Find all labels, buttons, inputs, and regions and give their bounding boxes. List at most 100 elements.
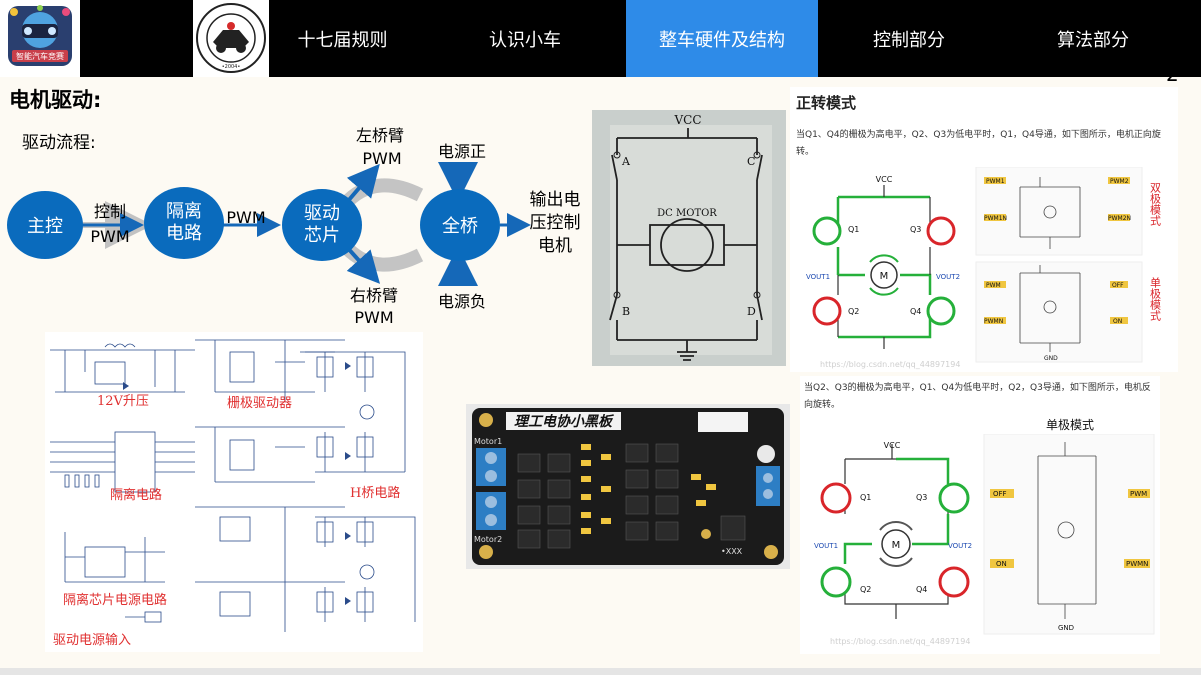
schematic-panel: 12V升压 栅极驱动器 隔离电路 H桥电路 隔离芯片电源电路 驱动电源输入 — [45, 332, 423, 652]
svg-text:PWMN: PWMN — [984, 318, 1003, 325]
node-isolation — [144, 187, 224, 259]
schematic-drive-input-label: 驱动电源输入 — [53, 632, 131, 648]
svg-text:电机: 电机 — [538, 236, 572, 256]
page-marker: 2 — [1166, 62, 1179, 86]
forward-description: 当Q1、Q4的栅极为高电平，Q2、Q3为低电平时，Q1，Q4导通，如下图所示，电… — [796, 130, 1161, 157]
tab-label: 算法部分 — [1057, 29, 1129, 51]
svg-text:GND: GND — [1044, 355, 1058, 362]
svg-text:GND: GND — [1058, 624, 1074, 632]
label-right-arm: 右桥臂 — [350, 286, 398, 305]
svg-text:PWM2: PWM2 — [1110, 178, 1129, 185]
svg-text:Q2: Q2 — [860, 585, 871, 594]
schematic-iso-power-label: 隔离芯片电源电路 — [63, 592, 167, 608]
svg-text:A: A — [621, 155, 631, 168]
top-nav-bar — [0, 0, 1201, 77]
competition-logo[interactable]: 智能汽车竞赛 — [0, 0, 80, 77]
tab-know-car[interactable]: 认识小车 — [455, 0, 595, 77]
label-power-negative: 电源负 — [438, 292, 486, 311]
forward-mode-panel: 正转模式 当Q1、Q4的栅极为高电平，Q2、Q3为低电平时，Q1，Q4导通，如下… — [790, 87, 1178, 372]
tab-rules[interactable]: 十七届规则 — [270, 0, 415, 77]
svg-text:驱动: 驱动 — [304, 203, 340, 224]
single-mode-label: 单极模式 — [1149, 277, 1162, 321]
svg-text:芯片: 芯片 — [304, 225, 340, 246]
tab-algorithm[interactable]: 算法部分 — [1025, 0, 1161, 77]
svg-text:VOUT2: VOUT2 — [948, 542, 972, 550]
schematic-isolation-label: 隔离电路 — [110, 487, 162, 503]
svg-text:D: D — [747, 305, 756, 318]
svg-text:PWM: PWM — [362, 149, 401, 168]
tab-label: 十七届规则 — [297, 29, 388, 51]
tab-label: 控制部分 — [873, 29, 945, 51]
node-full-bridge — [420, 189, 500, 261]
svg-text:Q1: Q1 — [848, 225, 859, 234]
tab-hardware[interactable]: 整车硬件及结构 — [626, 0, 818, 77]
svg-text:•XXX: •XXX — [721, 547, 743, 556]
svg-text:VCC: VCC — [884, 441, 901, 450]
svg-text:Q4: Q4 — [916, 585, 927, 594]
svg-text:ON: ON — [996, 560, 1007, 568]
svg-text:Q3: Q3 — [910, 225, 921, 234]
board-motor1-label: Motor1 — [474, 437, 502, 446]
svg-text:C: C — [747, 155, 755, 168]
reverse-single-title: 单极模式 — [1046, 418, 1095, 432]
label-output: 输出电 — [530, 190, 581, 210]
label-left-arm: 左桥臂 — [356, 126, 404, 145]
node-main-controller — [7, 191, 83, 259]
tab-label: 认识小车 — [489, 29, 561, 51]
schematic-boost-label: 12V升压 — [97, 394, 149, 409]
reverse-description: 当Q2、Q3的栅极为高电平，Q1、Q4为低电平时，Q2，Q3导通，如下图所示，电… — [804, 383, 1151, 410]
svg-text:https://blog.csdn.net/qq_44897: https://blog.csdn.net/qq_44897194 — [820, 360, 960, 369]
board-title: 理工电协小黑板 — [514, 413, 615, 430]
flow-title: 驱动流程: — [22, 133, 96, 153]
photo-motor-label: DC MOTOR — [657, 208, 717, 219]
svg-text:https://blog.csdn.net/qq_44897: https://blog.csdn.net/qq_44897194 — [830, 637, 970, 646]
slide-heading: 电机驱动: — [9, 88, 102, 112]
svg-text:PWM1: PWM1 — [986, 178, 1005, 185]
svg-text:OFF: OFF — [993, 490, 1007, 498]
svg-text:PWM1N: PWM1N — [984, 215, 1007, 222]
svg-text:PWM: PWM — [354, 308, 393, 327]
hbridge-sketch-photo: VCC DC MOTOR A B C D — [592, 110, 786, 366]
bottom-scrollbar[interactable] — [0, 668, 1201, 675]
svg-text:PWM2N: PWM2N — [1108, 215, 1131, 222]
schematic-gate-label: 栅极驱动器 — [227, 396, 292, 411]
tab-control[interactable]: 控制部分 — [840, 0, 978, 77]
node-driver-chip — [282, 189, 362, 261]
board-motor2-label: Motor2 — [474, 535, 502, 544]
label-control: 控制 — [94, 202, 126, 221]
dual-mode-label: 双极模式 — [1149, 182, 1162, 226]
svg-text:电路: 电路 — [166, 223, 202, 244]
university-logo[interactable]: •2004• — [193, 0, 269, 77]
svg-text:OFF: OFF — [1112, 282, 1124, 289]
svg-text:Q4: Q4 — [910, 307, 921, 316]
svg-text:Q2: Q2 — [848, 307, 859, 316]
svg-text:B: B — [622, 305, 630, 318]
svg-text:M: M — [880, 271, 889, 282]
driver-board-photo: 理工电协小黑板 — [466, 404, 790, 569]
svg-text:隔离: 隔离 — [166, 201, 202, 222]
tab-label: 整车硬件及结构 — [659, 29, 785, 51]
svg-text:VOUT1: VOUT1 — [806, 273, 830, 281]
node-main-label: 主控 — [27, 216, 63, 237]
svg-text:智能汽车竞赛: 智能汽车竞赛 — [16, 51, 64, 61]
svg-text:PWMN: PWMN — [1126, 560, 1148, 568]
svg-text:VCC: VCC — [876, 175, 893, 184]
svg-text:PWM: PWM — [90, 227, 129, 246]
svg-text:PWM: PWM — [986, 282, 1001, 289]
label-power-positive: 电源正 — [438, 142, 486, 161]
drive-flow-diagram: 主控 隔离 电路 驱动 芯片 全桥 控制 PWM PWM 左桥臂 PWM 右桥臂… — [7, 126, 581, 327]
svg-text:压控制: 压控制 — [530, 213, 581, 233]
svg-text:VOUT2: VOUT2 — [936, 273, 960, 281]
svg-text:•2004•: •2004• — [222, 64, 241, 70]
svg-text:M: M — [892, 540, 901, 551]
svg-text:Q1: Q1 — [860, 493, 871, 502]
svg-text:VOUT1: VOUT1 — [814, 542, 838, 550]
svg-text:全桥: 全桥 — [442, 216, 478, 237]
photo-vcc-label: VCC — [673, 113, 701, 127]
label-pwm: PWM — [226, 208, 265, 227]
svg-text:PWM: PWM — [1130, 490, 1147, 498]
forward-title: 正转模式 — [796, 94, 857, 112]
schematic-hbridge-label: H桥电路 — [350, 485, 400, 501]
svg-text:Q3: Q3 — [916, 493, 927, 502]
reverse-mode-panel: 当Q2、Q3的栅极为高电平，Q1、Q4为低电平时，Q2，Q3导通，如下图所示，电… — [800, 376, 1160, 654]
